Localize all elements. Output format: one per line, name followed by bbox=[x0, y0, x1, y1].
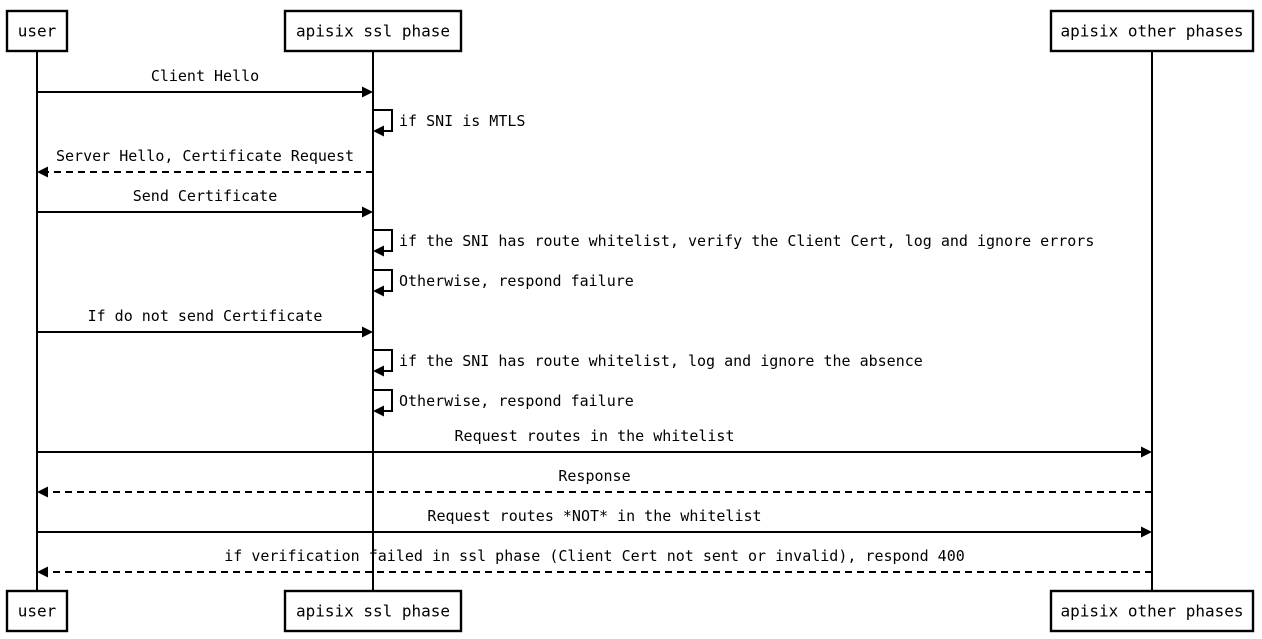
arrowhead-left bbox=[373, 365, 384, 377]
message-m5[interactable]: Request routes in the whitelist bbox=[37, 427, 1152, 458]
arrowhead-left bbox=[37, 566, 48, 578]
message-label: If do not send Certificate bbox=[88, 307, 323, 325]
lifelines-group bbox=[36, 51, 1153, 591]
message-label: Request routes in the whitelist bbox=[455, 427, 735, 445]
self-message-loop-path bbox=[373, 269, 393, 292]
message-m1[interactable]: Client Hello bbox=[37, 67, 373, 98]
actor-box-user-bottom[interactable]: user bbox=[5, 589, 69, 633]
message-m6[interactable]: Response bbox=[37, 467, 1152, 498]
arrowhead-left bbox=[37, 166, 48, 178]
arrowhead-right bbox=[1141, 446, 1152, 458]
self-message-loop-path bbox=[373, 229, 393, 252]
arrowhead-right bbox=[1141, 526, 1152, 538]
actor-box-apisix-other-phases-top[interactable]: apisix other phases bbox=[1049, 9, 1255, 53]
message-label: Client Hello bbox=[151, 67, 259, 85]
message-m3[interactable]: Send Certificate bbox=[37, 187, 373, 218]
actor-label-user-bottom: user bbox=[18, 602, 57, 621]
arrowhead-left bbox=[373, 245, 384, 257]
self-message-label: Otherwise, respond failure bbox=[399, 392, 634, 410]
actor-label-apisix-other-phases-bottom: apisix other phases bbox=[1060, 602, 1243, 621]
self-message-loop-path bbox=[373, 389, 393, 412]
actor-box-user-top[interactable]: user bbox=[5, 9, 69, 53]
actor-label-apisix-other-phases-top: apisix other phases bbox=[1060, 22, 1243, 41]
self-message-label: if SNI is MTLS bbox=[399, 112, 525, 130]
arrowhead-left bbox=[373, 405, 384, 417]
self-message-s1[interactable]: if SNI is MTLS bbox=[373, 109, 525, 137]
actor-boxes-bottom: user apisix ssl phase apisix other phase… bbox=[5, 589, 1255, 633]
message-label: Send Certificate bbox=[133, 187, 278, 205]
arrowhead-left bbox=[37, 486, 48, 498]
self-message-s4[interactable]: if the SNI has route whitelist, log and … bbox=[373, 349, 923, 377]
self-message-s5[interactable]: Otherwise, respond failure bbox=[373, 389, 634, 417]
arrowhead-right bbox=[362, 206, 373, 218]
self-message-s2[interactable]: if the SNI has route whitelist, verify t… bbox=[373, 229, 1094, 257]
actor-box-apisix-other-phases-bottom[interactable]: apisix other phases bbox=[1049, 589, 1255, 633]
arrowhead-right bbox=[362, 326, 373, 338]
arrowhead-left bbox=[373, 125, 384, 137]
self-message-loop-path bbox=[373, 109, 393, 132]
message-m7[interactable]: Request routes *NOT* in the whitelist bbox=[37, 507, 1152, 538]
self-message-s3[interactable]: Otherwise, respond failure bbox=[373, 269, 634, 297]
message-label: Request routes *NOT* in the whitelist bbox=[427, 507, 761, 525]
actor-label-apisix-ssl-phase-top: apisix ssl phase bbox=[296, 22, 450, 41]
actor-box-apisix-ssl-phase-bottom[interactable]: apisix ssl phase bbox=[283, 589, 463, 633]
arrowhead-left bbox=[373, 285, 384, 297]
message-label: Server Hello, Certificate Request bbox=[56, 147, 354, 165]
actor-box-apisix-ssl-phase-top[interactable]: apisix ssl phase bbox=[283, 9, 463, 53]
message-m8[interactable]: if verification failed in ssl phase (Cli… bbox=[37, 547, 1152, 578]
message-label: Response bbox=[558, 467, 630, 485]
message-label: if verification failed in ssl phase (Cli… bbox=[224, 547, 965, 565]
self-message-label: Otherwise, respond failure bbox=[399, 272, 634, 290]
actor-boxes-top: user apisix ssl phase apisix other phase… bbox=[5, 9, 1255, 53]
self-message-loop-path bbox=[373, 349, 393, 372]
message-m4[interactable]: If do not send Certificate bbox=[37, 307, 373, 338]
actor-label-user-top: user bbox=[18, 22, 57, 41]
actor-label-apisix-ssl-phase-bottom: apisix ssl phase bbox=[296, 602, 450, 621]
message-m2[interactable]: Server Hello, Certificate Request bbox=[37, 147, 373, 178]
self-message-label: if the SNI has route whitelist, verify t… bbox=[399, 232, 1094, 250]
arrowhead-right bbox=[362, 86, 373, 98]
self-message-label: if the SNI has route whitelist, log and … bbox=[399, 352, 923, 370]
self-messages-layer: if SNI is MTLS if the SNI has route white… bbox=[373, 109, 1094, 417]
